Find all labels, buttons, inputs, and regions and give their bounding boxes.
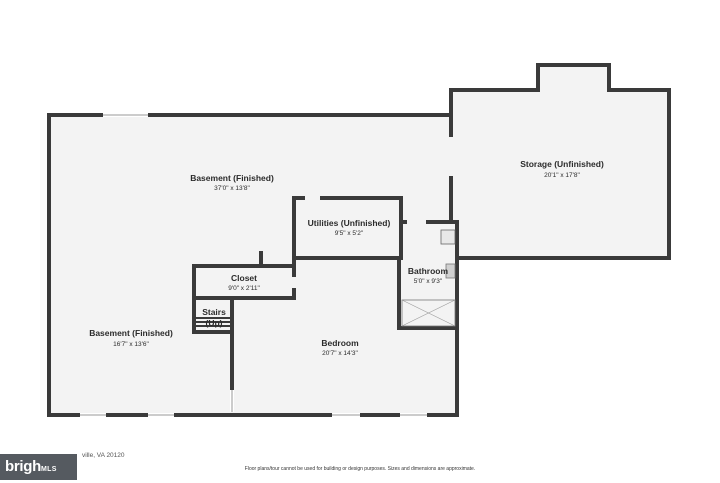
room-dims-bathroom: 5'0" x 9'3" bbox=[414, 278, 443, 285]
stair-treads bbox=[196, 317, 231, 327]
room-dims-utilities: 9'5" x 5'2" bbox=[335, 230, 364, 237]
room-name-closet: Closet bbox=[231, 273, 257, 283]
sink-fixture bbox=[440, 229, 456, 245]
shower-fixture bbox=[401, 299, 456, 327]
room-name-stairs: Stairs bbox=[202, 307, 226, 317]
room-name-storage: Storage (Unfinished) bbox=[520, 159, 604, 169]
room-dims-closet: 9'0" x 2'11" bbox=[228, 285, 260, 292]
disclaimer-text: Floor plans/tour cannot be used for buil… bbox=[244, 466, 476, 472]
room-name-basement-left: Basement (Finished) bbox=[89, 328, 173, 338]
interior-walls bbox=[192, 196, 459, 392]
room-name-utilities: Utilities (Unfinished) bbox=[308, 218, 391, 228]
exterior-walls bbox=[47, 63, 671, 417]
room-dims-basement-left: 16'7" x 13'6" bbox=[113, 341, 149, 348]
toilet-fixture bbox=[445, 263, 456, 279]
room-dims-storage: 20'1" x 17'8" bbox=[544, 172, 580, 179]
room-dims-bedroom: 20'7" x 14'3" bbox=[322, 350, 358, 357]
room-name-stairs-up: (Up) bbox=[206, 318, 223, 328]
windows bbox=[80, 113, 427, 417]
room-name-basement-top: Basement (Finished) bbox=[190, 173, 274, 183]
property-address: ville, VA 20120 bbox=[82, 452, 125, 459]
brightmls-logo: brighMLS bbox=[0, 454, 77, 480]
storage-floor bbox=[451, 65, 669, 258]
logo-main-text: brigh bbox=[5, 458, 41, 475]
room-dims-basement-top: 37'0" x 13'8" bbox=[214, 185, 250, 192]
room-name-bathroom: Bathroom bbox=[408, 266, 449, 276]
room-name-bedroom: Bedroom bbox=[321, 338, 359, 348]
logo-sub-text: MLS bbox=[41, 466, 57, 473]
